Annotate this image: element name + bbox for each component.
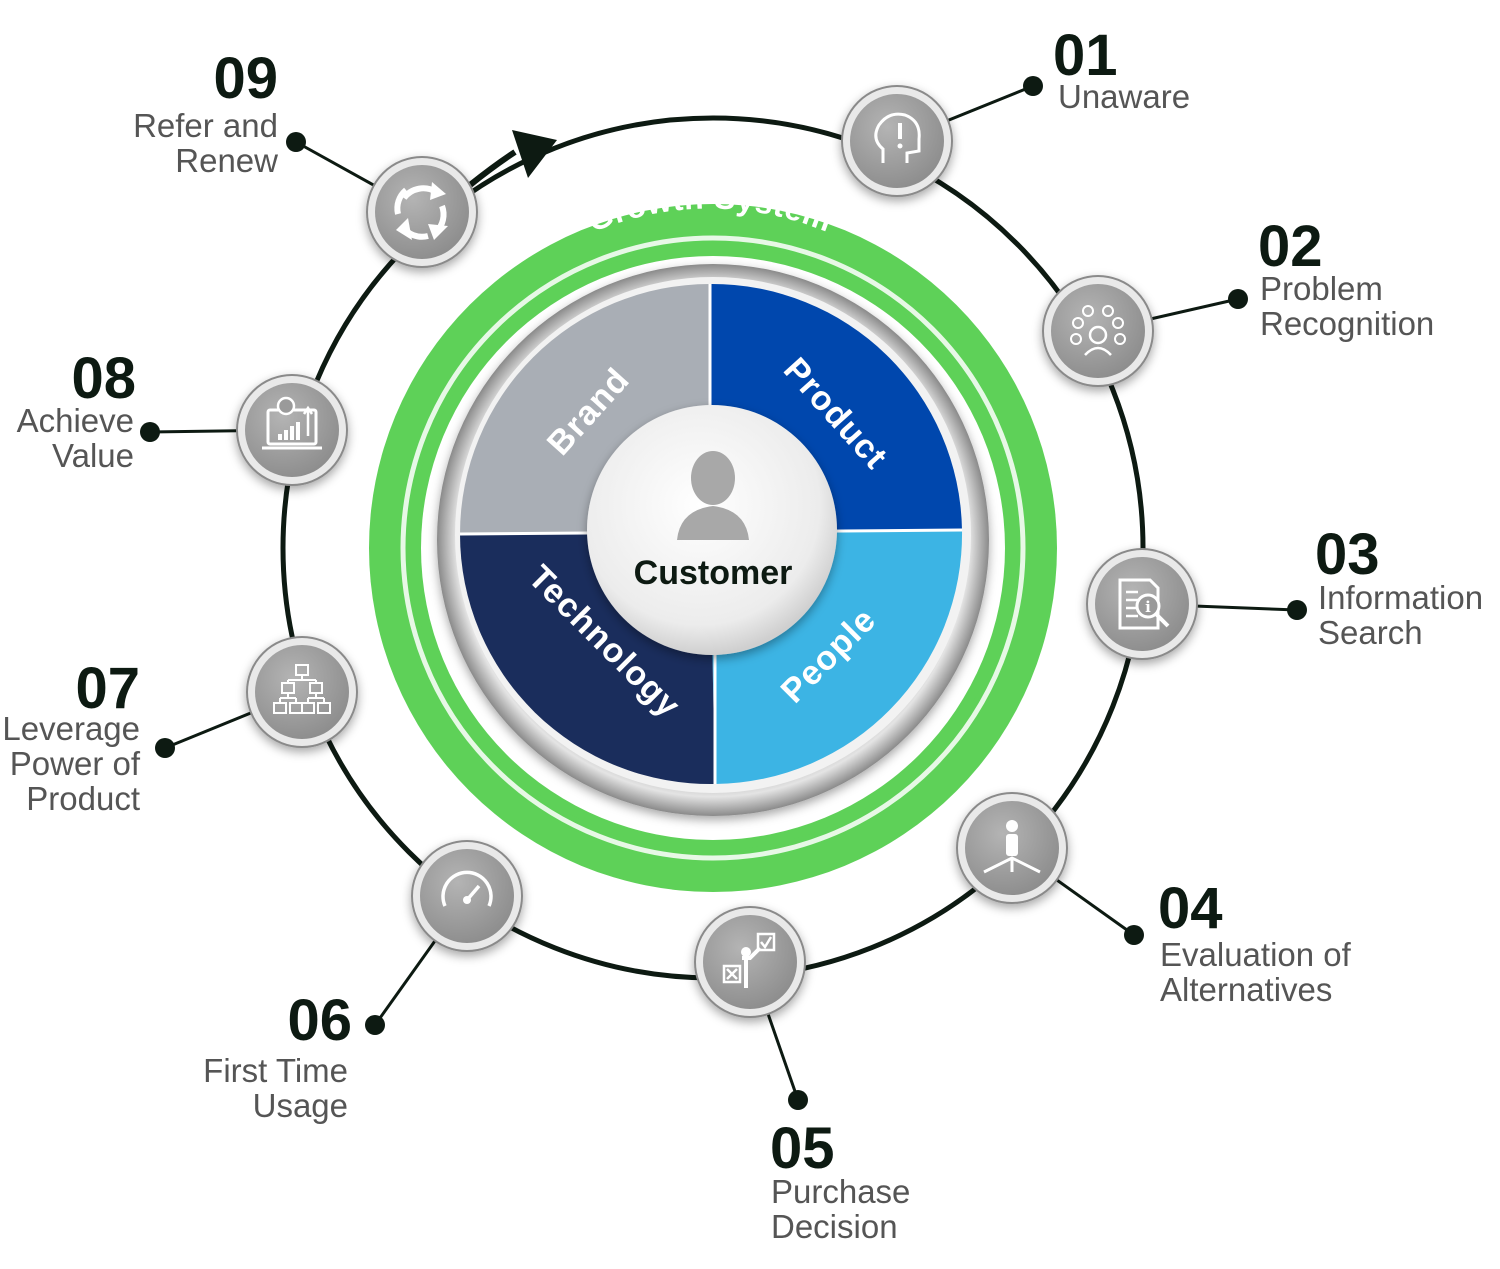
customer-icon [677, 451, 749, 540]
hierarchy-icon [273, 664, 331, 714]
stage-number: 04 [1158, 876, 1223, 941]
stage-label: Evaluation of [1160, 936, 1352, 973]
stage-node [411, 840, 523, 952]
stage-number: 02 [1258, 214, 1323, 279]
head-exclamation-icon [874, 112, 921, 163]
stage-label: Usage [253, 1087, 348, 1124]
direction-arrow [468, 130, 557, 188]
stage-number: 03 [1315, 522, 1380, 587]
stage-label: Purchase [771, 1173, 910, 1210]
stage-label: Power of [10, 745, 141, 782]
recycle-arrows-icon [394, 182, 448, 240]
stage-number: 07 [75, 656, 140, 721]
stage-number: 06 [287, 988, 352, 1053]
leader-dot [140, 422, 160, 442]
stage-node [694, 906, 806, 1018]
stage-label: Unaware [1058, 78, 1190, 115]
svg-text:i: i [1145, 598, 1151, 616]
stage-number: 09 [213, 46, 278, 111]
stage-label: Recognition [1260, 305, 1434, 342]
stage-label: Value [52, 437, 134, 474]
stage-number: 05 [770, 1116, 835, 1181]
stage-label: Problem [1260, 270, 1383, 307]
leader-dot [1124, 925, 1144, 945]
leader-dot [1228, 289, 1248, 309]
stage-node [841, 85, 953, 197]
stage-label: Renew [175, 142, 278, 179]
stage-node [366, 156, 478, 268]
stage-label: Product [26, 780, 140, 817]
laptop-growth-icon [262, 396, 322, 450]
stage-label: Alternatives [1160, 971, 1332, 1008]
center-hub: Customer [587, 405, 837, 655]
stage-label: Leverage [2, 710, 140, 747]
stage-label: Decision [771, 1208, 898, 1245]
stage-label: Information [1318, 579, 1483, 616]
stage-node [956, 792, 1068, 904]
stage-label: Achieve [17, 402, 134, 439]
center-label: Customer [634, 554, 793, 592]
stage-node [246, 636, 358, 748]
stage-node [236, 374, 348, 486]
leader-dot [365, 1015, 385, 1035]
stage-label: Search [1318, 614, 1423, 651]
leader-dot [286, 132, 306, 152]
person-crossroads-icon [983, 820, 1041, 874]
person-ideas-icon [1070, 305, 1126, 356]
leader-dot [788, 1090, 808, 1110]
document-search-icon: i [1118, 578, 1170, 630]
stages: 01Unaware02ProblemRecognitioni03Informat… [2, 23, 1483, 1245]
leader-dot [1287, 600, 1307, 620]
stage-number: 08 [71, 346, 136, 411]
leader-dot [1023, 76, 1043, 96]
stage-number: 01 [1053, 23, 1118, 88]
leader-dot [155, 738, 175, 758]
stage-node: i [1086, 548, 1198, 660]
stage-label: First Time [203, 1052, 348, 1089]
gauge-icon [441, 870, 493, 907]
person-checkbox-icon [722, 932, 776, 988]
stage-label: Refer and [133, 107, 278, 144]
stage-node [1042, 275, 1154, 387]
